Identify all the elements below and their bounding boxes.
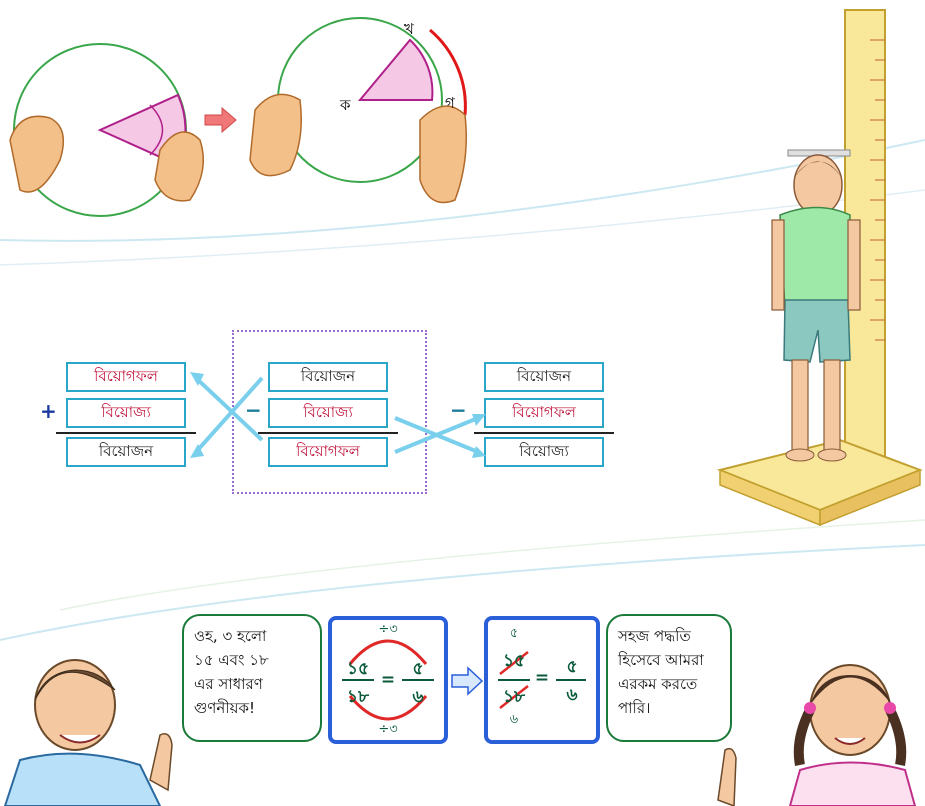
right-mid-box: বিয়োগফল <box>484 398 604 428</box>
fraction2-numerator: ১৫ <box>502 651 526 671</box>
right-top-box: বিয়োজন <box>484 362 604 392</box>
fraction2-result-den: ৬ <box>566 685 578 705</box>
fraction1-result-den: ৬ <box>412 687 424 707</box>
fraction2-equals: = <box>534 668 550 688</box>
boy-speech-bubble: ওহ, ৩ হলো ১৫ এবং ১৮ এর সাধারণ গুণনীয়ক! <box>182 614 322 742</box>
fraction-box-1-arcs <box>342 639 434 721</box>
left-mid-box: বিয়োজ্য <box>66 398 186 428</box>
height-measure-illustration <box>716 9 923 527</box>
boy-illustration <box>3 659 173 806</box>
circle-label-top: খ <box>404 20 414 38</box>
middle-sum-line <box>258 432 398 434</box>
fraction1-equals: = <box>380 670 396 690</box>
fraction-arrow <box>451 666 484 696</box>
fraction2-result-num: ৫ <box>566 657 578 677</box>
left-top-box: বিয়োগফল <box>66 362 186 392</box>
fraction-box-2-lines <box>498 651 586 709</box>
left-operator: + <box>40 399 57 423</box>
fraction1-numerator: ১৫ <box>346 659 370 679</box>
middle-bottom-box: বিয়োগফল <box>268 437 388 467</box>
fraction1-result-num: ৫ <box>412 659 424 679</box>
fraction2-denominator: ১৮ <box>502 687 526 707</box>
circle-label-center: ক <box>340 96 351 114</box>
middle-operator: − <box>245 398 262 422</box>
fraction1-denominator: ১৮ <box>346 687 370 707</box>
circle-label-right: গ <box>445 94 455 112</box>
right-bottom-box: বিয়োজ্য <box>484 437 604 467</box>
right-sum-line <box>474 432 614 434</box>
right-operator: − <box>450 398 467 422</box>
girl-speech-bubble: সহজ পদ্ধতি হিসেবে আমরা এরকম করতে পারি। <box>606 614 732 742</box>
middle-top-box: বিয়োজন <box>268 362 388 392</box>
left-sum-line <box>56 432 196 434</box>
fraction1-div-bottom: ÷৩ <box>378 722 398 737</box>
circle-fold-illustration <box>9 17 467 217</box>
girl-illustration <box>717 664 917 806</box>
fraction-box-2 <box>484 616 600 744</box>
middle-mid-box: বিয়োজ্য <box>268 398 388 428</box>
fraction2-cancel-bottom: ৬ <box>509 712 519 727</box>
fraction1-div-top: ÷৩ <box>378 622 398 637</box>
fraction2-cancel-top: ৫ <box>509 626 519 641</box>
left-bottom-box: বিয়োজন <box>66 437 186 467</box>
